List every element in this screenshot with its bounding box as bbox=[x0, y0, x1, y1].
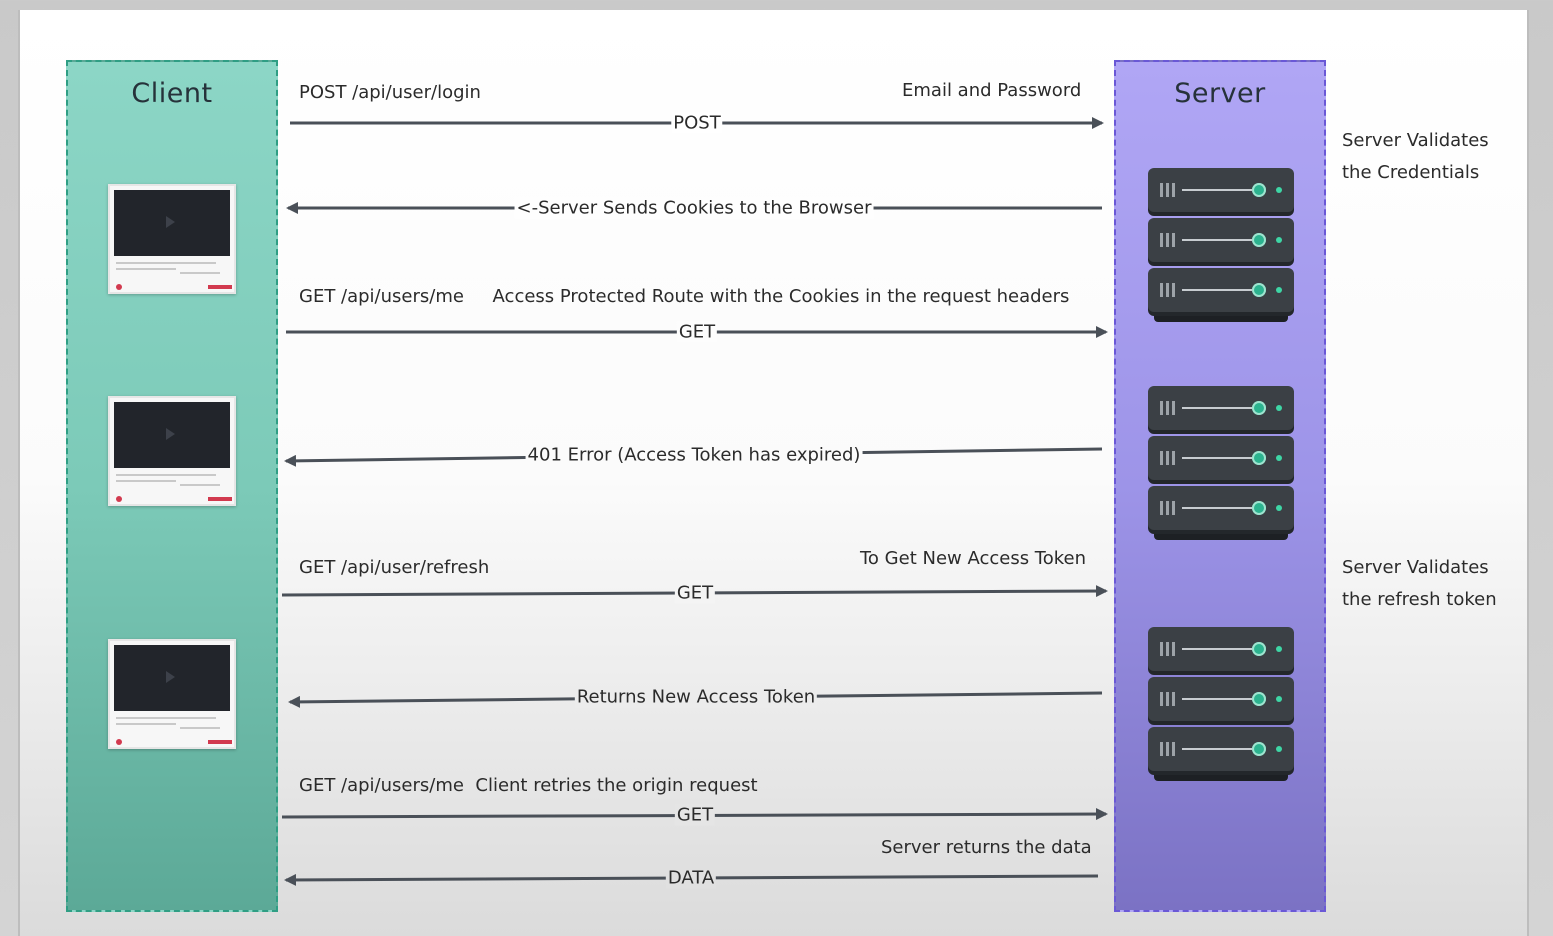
arrow-3-mid-label: 401 Error (Access Token has expired) bbox=[525, 444, 863, 466]
note-credentials-line-1: Server Validates bbox=[1342, 130, 1489, 151]
server-rack-icon bbox=[1148, 386, 1294, 540]
note-refresh: Server Validates the refresh token bbox=[1342, 552, 1497, 616]
note-refresh-line-2: the refresh token bbox=[1342, 589, 1497, 610]
server-rack-icon bbox=[1148, 168, 1294, 322]
note-credentials: Server Validates the Credentials bbox=[1342, 125, 1489, 189]
arrow-4-mid-label: GET bbox=[674, 582, 716, 604]
browser-window-icon bbox=[108, 639, 236, 749]
note-refresh-line-1: Server Validates bbox=[1342, 557, 1489, 578]
browser-window-icon bbox=[108, 396, 236, 506]
client-title: Client bbox=[131, 78, 213, 109]
arrow-5-mid-label: Returns New Access Token bbox=[574, 686, 818, 708]
arrow-7-right-label: Server returns the data bbox=[881, 837, 1092, 858]
server-rack-icon bbox=[1148, 627, 1294, 781]
arrow-1-mid-label: <-Server Sends Cookies to the Browser bbox=[514, 197, 874, 219]
arrow-6-left-label: GET /api/users/me Client retries the ori… bbox=[299, 775, 758, 796]
arrow-2-left-label: GET /api/users/me Access Protected Route… bbox=[299, 286, 1070, 307]
arrow-0-mid-label: POST bbox=[671, 112, 723, 134]
arrow-4-right-label: To Get New Access Token bbox=[860, 548, 1087, 569]
client-lane: Client bbox=[66, 60, 278, 912]
server-lane: Server bbox=[1114, 60, 1326, 912]
arrow-2-mid-label: GET bbox=[676, 321, 718, 343]
arrow-7-mid-label: DATA bbox=[665, 867, 717, 889]
arrow-0-right-label: Email and Password bbox=[902, 80, 1082, 101]
server-title: Server bbox=[1174, 78, 1266, 109]
arrow-0-left-label: POST /api/user/login bbox=[299, 82, 481, 103]
browser-window-icon bbox=[108, 184, 236, 294]
arrow-4-left-label: GET /api/user/refresh bbox=[299, 557, 490, 578]
note-credentials-line-2: the Credentials bbox=[1342, 162, 1480, 183]
arrow-6-mid-label: GET bbox=[674, 804, 716, 826]
